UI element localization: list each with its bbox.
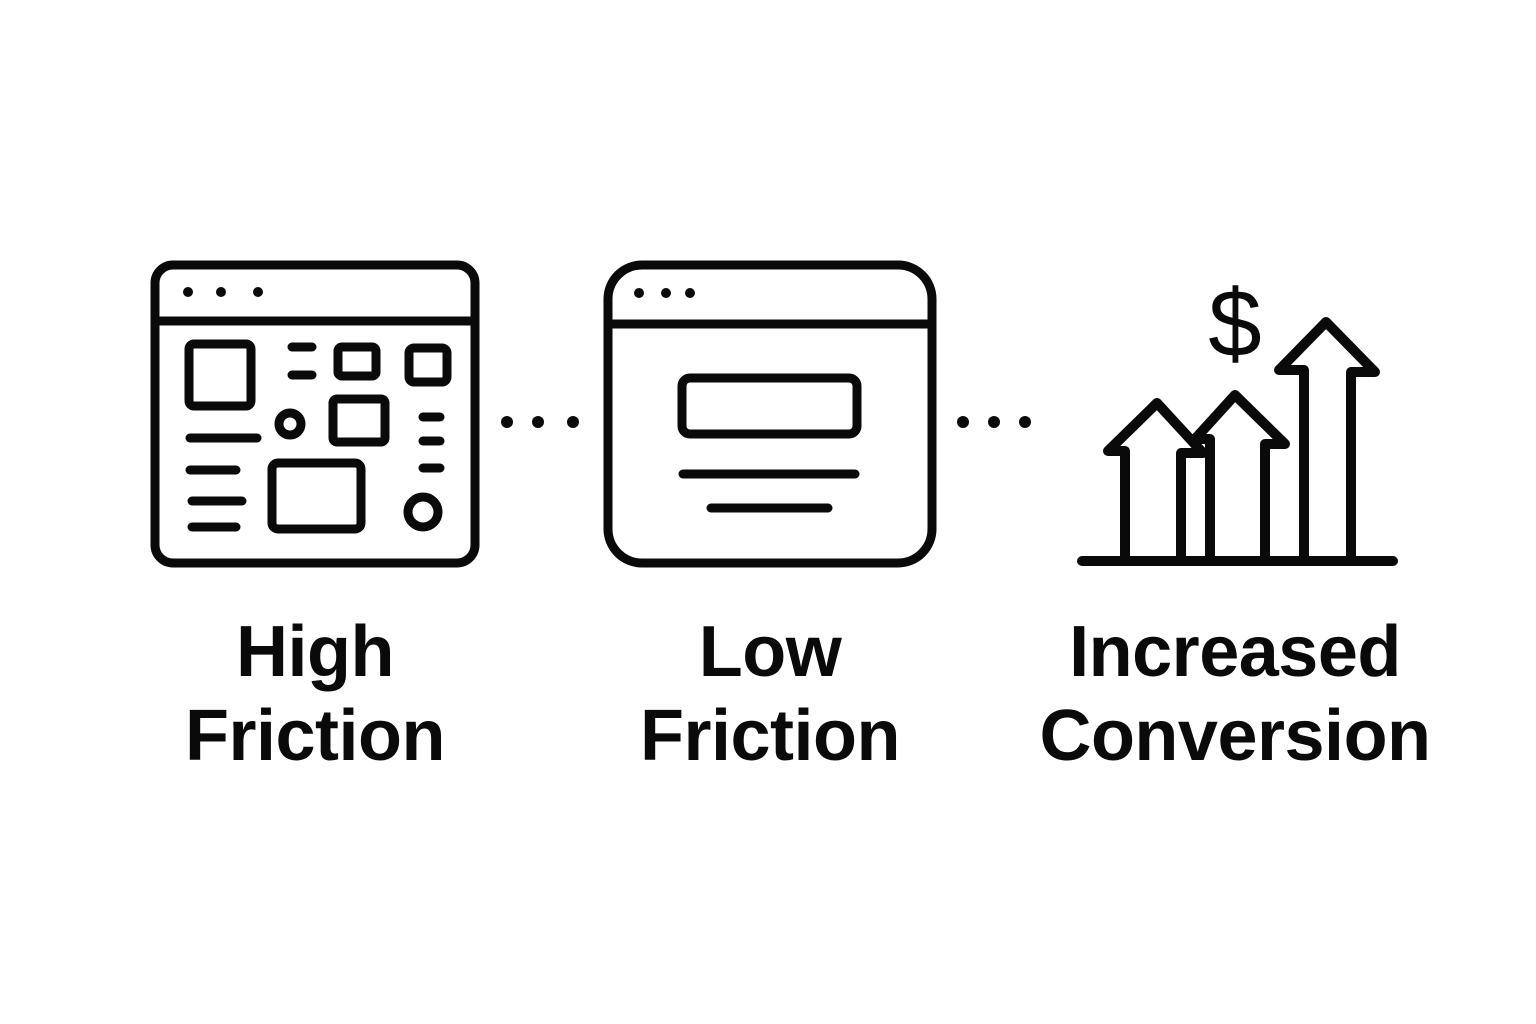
stage-label-increased-conversion: Increased Conversion <box>1020 610 1450 778</box>
stage-label-line: Friction <box>185 696 446 776</box>
stage-label-line: Friction <box>640 696 901 776</box>
stage-label-line: Low <box>698 612 842 692</box>
stage-label-line: High <box>236 612 394 692</box>
ellipsis-connector-icon <box>955 414 1039 435</box>
stage-label-line: Increased <box>1069 612 1401 692</box>
stage-label-line: Conversion <box>1039 696 1431 776</box>
dollar-sign-icon: $ <box>1208 270 1261 377</box>
rising-arrows-dollar-icon: $ <box>1075 260 1400 570</box>
stage-label-low-friction: Low Friction <box>603 610 937 778</box>
stage-label-high-friction: High Friction <box>150 610 480 778</box>
cluttered-browser-window-icon <box>150 260 480 568</box>
simple-browser-window-icon <box>603 260 937 568</box>
ellipsis-connector-icon <box>499 414 583 435</box>
svg-text:$: $ <box>1208 270 1261 377</box>
